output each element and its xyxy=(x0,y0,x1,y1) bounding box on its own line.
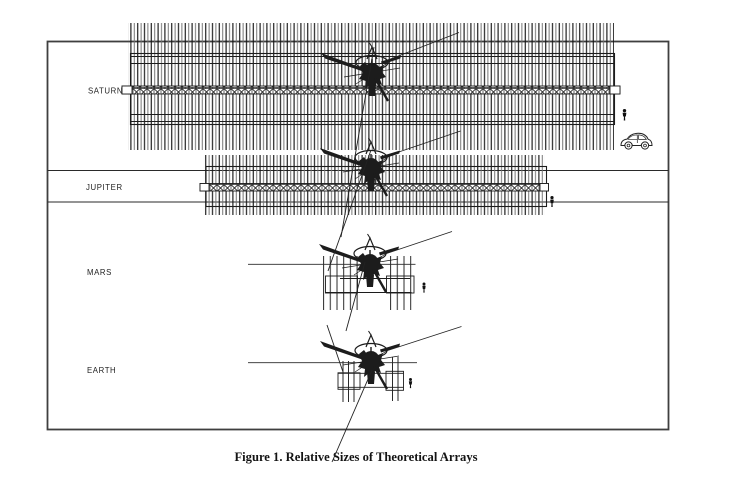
boom-line xyxy=(387,32,460,61)
boom-line xyxy=(385,326,462,352)
jupiter-row: JUPITER xyxy=(47,130,669,215)
saturn-row: SATURN xyxy=(88,23,653,150)
human-scale-icon xyxy=(622,109,627,121)
human-scale-icon xyxy=(550,196,554,207)
row-label-saturn: SATURN xyxy=(88,87,123,96)
boom-line xyxy=(384,231,453,255)
earth-row: EARTH xyxy=(87,326,462,402)
human-scale-icon xyxy=(408,378,413,389)
row-label-jupiter: JUPITER xyxy=(86,183,123,192)
row-label-earth: EARTH xyxy=(87,366,116,375)
human-scale-icon xyxy=(422,282,426,293)
mars-array-comb-right xyxy=(386,256,415,310)
figure-caption: Figure 1. Relative Sizes of Theoretical … xyxy=(234,450,477,464)
mars-array-frame xyxy=(325,275,415,294)
earth-array-comb-right xyxy=(387,357,403,401)
car-scale-icon xyxy=(620,132,653,150)
mars-array-comb-left xyxy=(322,256,359,310)
mars-row: MARS xyxy=(87,231,453,310)
long-boom-lines xyxy=(326,46,375,463)
row-label-mars: MARS xyxy=(87,268,112,277)
earth-array-comb-left xyxy=(339,361,355,402)
